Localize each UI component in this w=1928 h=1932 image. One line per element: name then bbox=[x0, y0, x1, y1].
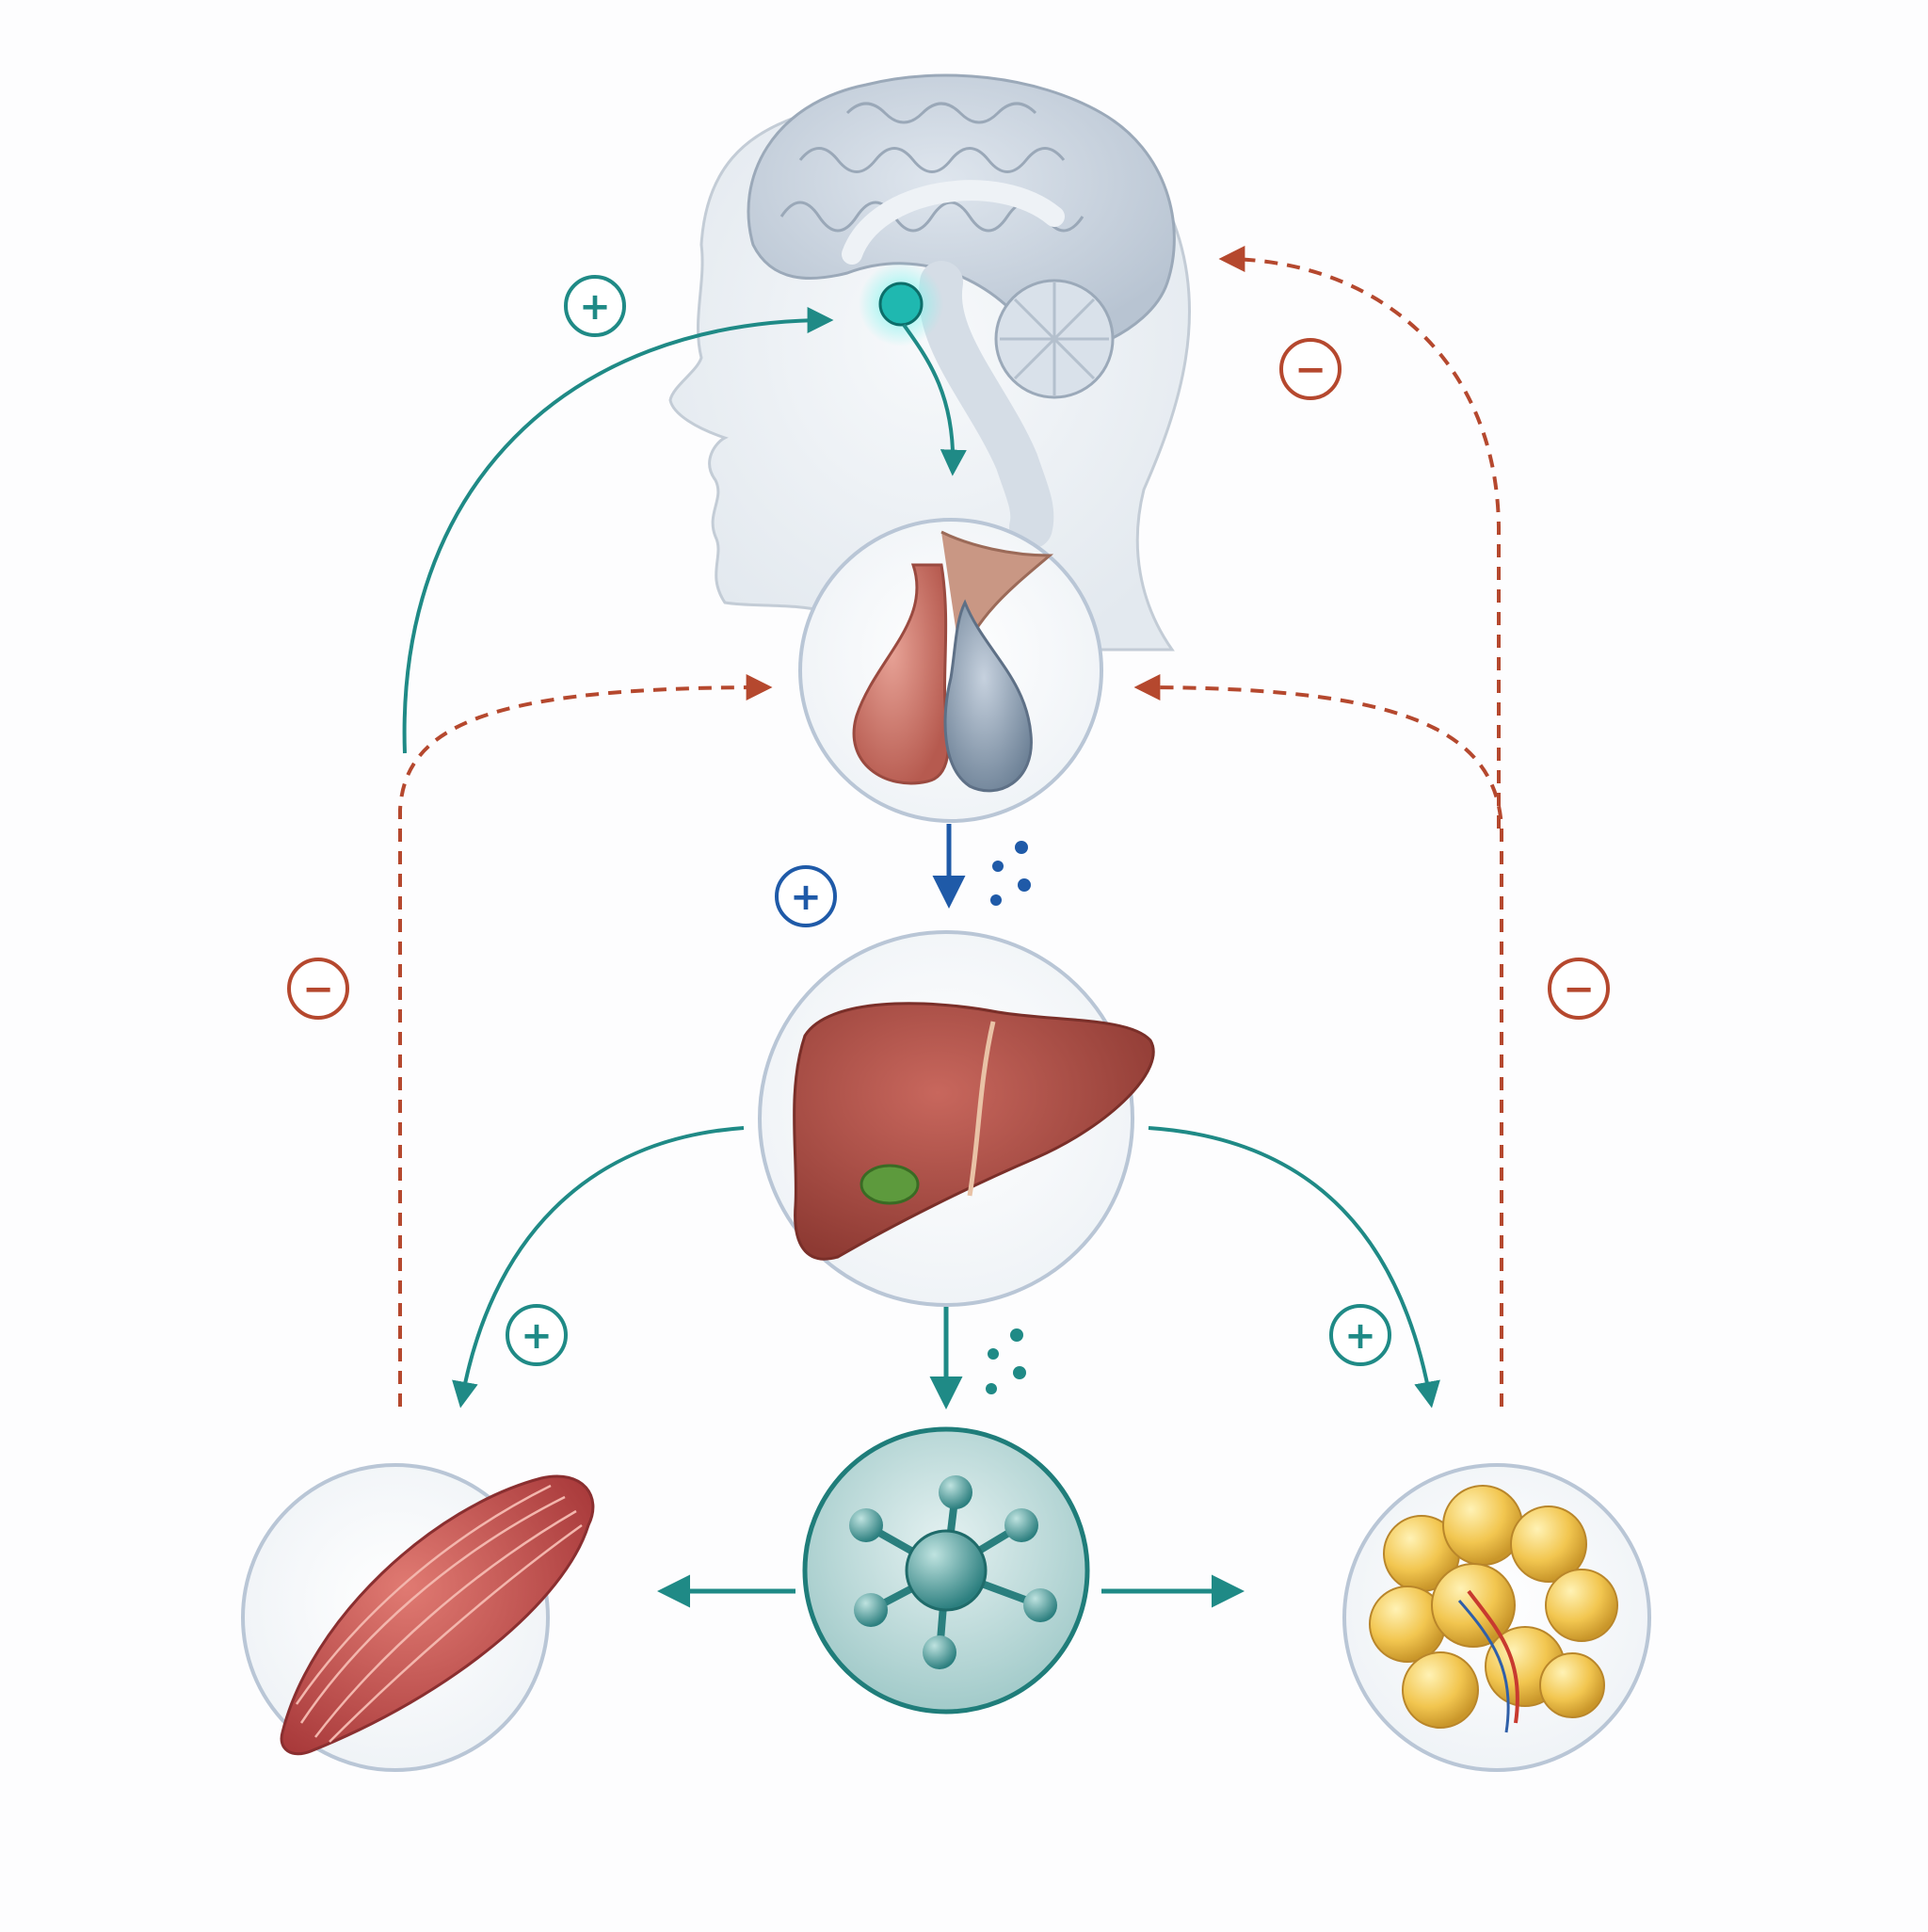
inhib-arrow-fat-brain bbox=[1218, 246, 1501, 829]
molecule-icon bbox=[849, 1475, 1057, 1669]
plus-sign-liver-muscle: + bbox=[506, 1304, 568, 1366]
svg-text:+: + bbox=[579, 285, 611, 329]
pituitary-gland-icon bbox=[852, 530, 1054, 793]
molecule-node bbox=[802, 1426, 1090, 1715]
svg-text:+: + bbox=[521, 1314, 553, 1358]
stim-arrow-liver-muscle bbox=[452, 1126, 745, 1409]
liver-node bbox=[758, 930, 1155, 1307]
brain-head-icon bbox=[668, 73, 1191, 652]
inhib-arrow-muscle-pituitary bbox=[398, 674, 773, 1407]
muscle-node bbox=[241, 1463, 595, 1772]
minus-sign-top-right: − bbox=[1279, 338, 1342, 400]
minus-sign-right: − bbox=[1548, 958, 1610, 1020]
svg-text:−: − bbox=[1294, 348, 1326, 392]
svg-text:−: − bbox=[1563, 968, 1595, 1011]
svg-text:−: − bbox=[302, 968, 334, 1011]
plus-sign-pituitary-liver: + bbox=[775, 865, 837, 927]
inhib-arrow-fat-pituitary bbox=[1133, 674, 1503, 1407]
plus-sign-liver-fat: + bbox=[1329, 1304, 1391, 1366]
fat-tissue-icon bbox=[1369, 1485, 1618, 1733]
pituitary-node bbox=[798, 518, 1103, 823]
svg-text:+: + bbox=[790, 876, 822, 919]
muscle-icon bbox=[280, 1474, 595, 1756]
stim-arrow-left-loop bbox=[402, 307, 834, 754]
plus-sign-top-left: + bbox=[564, 275, 626, 337]
liver-icon bbox=[793, 1002, 1155, 1261]
hormone-particles-icon bbox=[990, 841, 1031, 906]
molecule-particles-icon bbox=[986, 1328, 1026, 1394]
minus-sign-left: − bbox=[287, 958, 349, 1020]
svg-text:+: + bbox=[1344, 1314, 1376, 1358]
fat-node bbox=[1342, 1463, 1651, 1772]
stim-arrow-liver-fat bbox=[1148, 1126, 1440, 1409]
